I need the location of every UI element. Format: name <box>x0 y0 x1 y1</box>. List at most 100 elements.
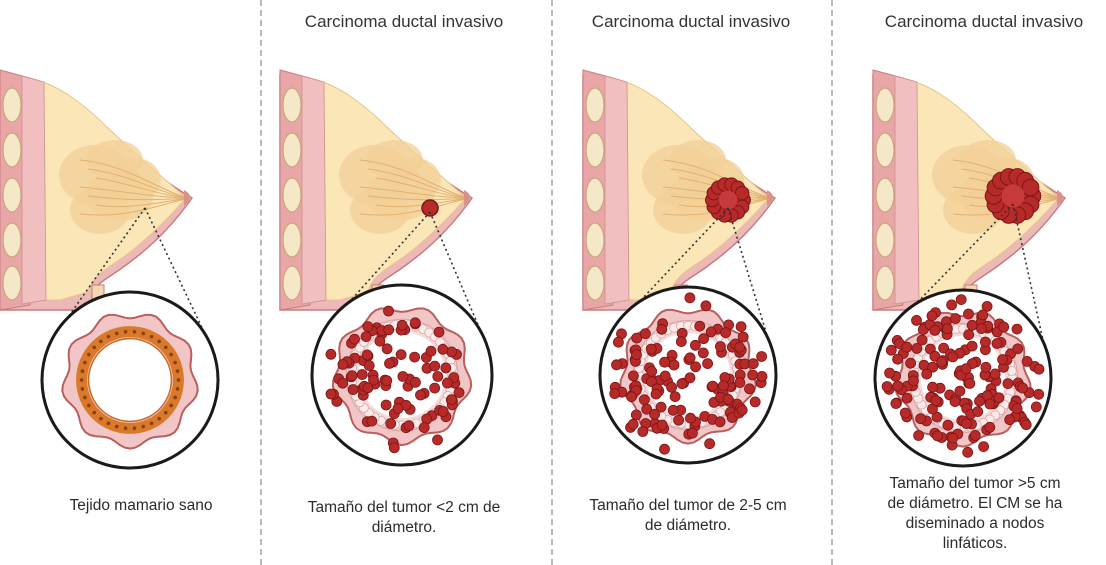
tumor-cell <box>660 444 670 454</box>
tumor-cell <box>906 358 916 368</box>
tumor-cell <box>613 337 623 347</box>
tumor-cell <box>657 324 667 334</box>
epithelial-nucleus <box>92 346 96 350</box>
rib-1 <box>876 88 894 122</box>
pectoral-layer <box>895 76 919 304</box>
tumor-cell <box>964 309 974 319</box>
tumor-cell <box>347 371 357 381</box>
epithelial-nucleus <box>83 361 87 365</box>
tumor-cell <box>927 311 937 321</box>
tumor-cell <box>721 328 731 338</box>
rib-2 <box>586 133 604 167</box>
tumor-cell <box>1005 415 1015 425</box>
tumor-cell <box>964 330 974 340</box>
tumor-cell <box>706 327 716 337</box>
tumor-cell <box>961 419 971 429</box>
epithelial-nucleus <box>107 335 111 339</box>
tumor-cell <box>326 349 336 359</box>
tumor-cell <box>701 301 711 311</box>
tumor-cell <box>737 405 747 415</box>
tumor-cell <box>715 342 725 352</box>
epithelial-nucleus <box>173 361 177 365</box>
epithelial-nucleus <box>124 330 128 334</box>
tumor-cell <box>985 422 995 432</box>
large-tumor-breast-illustration <box>833 0 1106 470</box>
tumor-cell <box>1034 364 1044 374</box>
breast-profile <box>280 70 472 310</box>
tumor-cell <box>992 339 1002 349</box>
tumor-cell <box>433 372 443 382</box>
tumor-cell <box>389 443 399 453</box>
epithelial-nucleus <box>176 369 180 373</box>
tumor-cell <box>748 359 758 369</box>
epithelial-nucleus <box>81 369 85 373</box>
rib-1 <box>3 88 21 122</box>
tumor-cell <box>735 342 745 352</box>
rib-4 <box>586 223 604 257</box>
tumor-cell <box>748 370 758 380</box>
tumor-cell <box>943 420 953 430</box>
tumor-cell <box>886 345 896 355</box>
tumor-cell <box>685 373 695 383</box>
epithelial-nucleus <box>83 396 87 400</box>
epithelial-nucleus <box>124 426 128 430</box>
epithelial-nucleus <box>81 387 85 391</box>
epithelial-nucleus <box>150 422 154 426</box>
tumor-cell <box>708 381 718 391</box>
duct-lumen <box>89 339 172 422</box>
tumor-cell <box>963 447 973 457</box>
tumor-cell <box>1013 344 1023 354</box>
tumor-cell <box>735 378 745 388</box>
tumor-cell <box>650 409 660 419</box>
tumor-cell <box>382 344 392 354</box>
rib-5 <box>283 266 301 300</box>
small-tumor-breast-illustration <box>262 0 552 470</box>
epithelial-nucleus <box>133 330 137 334</box>
tumor-cell <box>1031 402 1041 412</box>
tumor-cell <box>975 396 985 406</box>
rib-2 <box>876 133 894 167</box>
epithelial-nucleus <box>107 422 111 426</box>
tumor-cell <box>723 394 733 404</box>
epithelial-nucleus <box>157 417 161 421</box>
tumor-cell <box>651 389 661 399</box>
tumor-cell <box>916 414 926 424</box>
tumor-cell <box>628 419 638 429</box>
tumor-cell <box>385 358 395 368</box>
tumor-cell <box>961 364 971 374</box>
tumor-cell <box>978 310 988 320</box>
tumor-cell <box>357 370 367 380</box>
tumor-cell <box>674 415 684 425</box>
tumor-cell <box>393 404 403 414</box>
tumor-cell <box>1021 420 1031 430</box>
tumor-cell <box>912 343 922 353</box>
tumor-cell <box>750 397 760 407</box>
tumor-cell <box>434 327 444 337</box>
tumor-cell <box>410 352 420 362</box>
pectoral-layer <box>22 76 46 304</box>
epithelial-nucleus <box>115 425 119 429</box>
tumor-cell <box>705 439 715 449</box>
tumor-cell <box>994 393 1004 403</box>
tumor-cell <box>885 368 895 378</box>
tumor-cell <box>411 377 421 387</box>
tumor-cell <box>667 382 677 392</box>
tumor-cell <box>950 397 960 407</box>
tumor-cell <box>698 348 708 358</box>
rib-3 <box>283 178 301 212</box>
tumor-cell <box>967 341 977 351</box>
tumor-cell <box>416 390 426 400</box>
tumor-cell <box>326 389 336 399</box>
tumor-cell <box>657 420 667 430</box>
tumor-cell <box>882 382 892 392</box>
epithelial-nucleus <box>99 340 103 344</box>
epithelial-nucleus <box>157 340 161 344</box>
tumor-cell <box>627 392 637 402</box>
rib-1 <box>283 88 301 122</box>
epithelial-nucleus <box>87 404 91 408</box>
tumor-lobule <box>1022 179 1039 196</box>
tumor-cell <box>998 355 1008 365</box>
tumor-cell <box>367 416 377 426</box>
tumor-cell <box>1034 389 1044 399</box>
tumor-cell <box>985 399 995 409</box>
